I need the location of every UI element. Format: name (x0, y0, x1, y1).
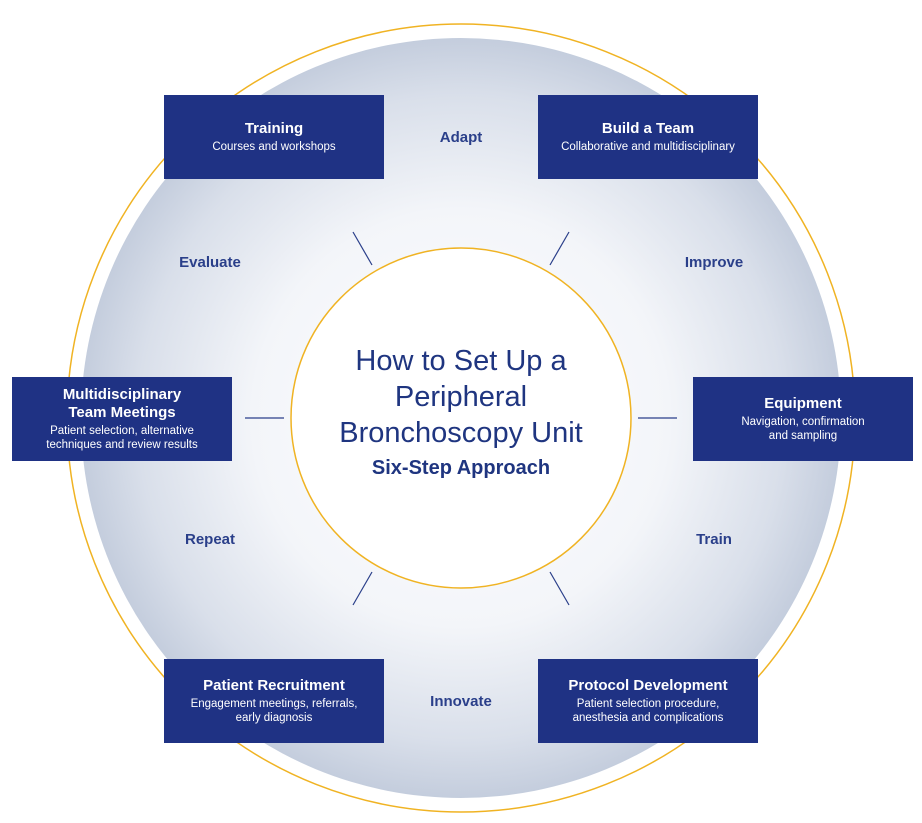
step-title: Training (244, 120, 304, 137)
step-title: Patient Recruitment (203, 677, 345, 694)
verb-improve: Improve (684, 254, 744, 271)
step-title-line-1: Multidisciplinary (62, 386, 182, 403)
verb-innovate: Innovate (430, 693, 492, 710)
tick-top-right (549, 231, 570, 266)
step-training: Training Courses and workshops (164, 95, 384, 179)
step-patient-recruitment: Patient Recruitment Engagement meetings,… (164, 659, 384, 743)
title-line-3: Bronchoscopy Unit (339, 417, 583, 449)
step-desc-line-1: Patient selection procedure, (576, 698, 720, 710)
step-title: Build a Team (601, 120, 695, 137)
step-desc: Collaborative and multidisciplinary (561, 141, 735, 153)
title-line-2: Peripheral (394, 381, 528, 413)
inner-circle (290, 247, 632, 589)
tick-bottom-right (549, 571, 570, 606)
title-line-1: How to Set Up a (355, 345, 567, 377)
tick-bottom-left (352, 571, 373, 606)
step-title: Equipment (764, 395, 842, 412)
step-multidisciplinary-team-meetings: Multidisciplinary Team Meetings Patient … (12, 377, 232, 461)
step-protocol-development: Protocol Development Patient selection p… (538, 659, 758, 743)
verb-train: Train (696, 531, 732, 548)
tick-top-left (352, 231, 373, 266)
verb-adapt: Adapt (439, 129, 483, 146)
step-desc-line-2: and sampling (768, 430, 838, 442)
step-title: Protocol Development (568, 677, 728, 694)
center-title: How to Set Up a Peripheral Bronchoscopy … (311, 343, 611, 480)
verb-evaluate: Evaluate (179, 254, 241, 271)
center-subtitle: Six-Step Approach (371, 457, 551, 479)
step-equipment: Equipment Navigation, confirmation and s… (693, 377, 913, 461)
step-desc: Courses and workshops (212, 141, 336, 153)
connector-ticks (245, 231, 677, 606)
step-title-line-2: Team Meetings (68, 404, 176, 421)
step-desc-line-1: Engagement meetings, referrals, (190, 698, 358, 710)
step-desc-line-2: anesthesia and complications (572, 712, 724, 724)
step-desc-line-2: early diagnosis (235, 712, 313, 724)
step-desc-line-1: Patient selection, alternative (50, 425, 194, 437)
step-desc-line-2: techniques and review results (46, 439, 198, 451)
step-desc-line-1: Navigation, confirmation (741, 416, 865, 428)
step-build-a-team: Build a Team Collaborative and multidisc… (538, 95, 758, 179)
verb-repeat: Repeat (184, 531, 236, 548)
